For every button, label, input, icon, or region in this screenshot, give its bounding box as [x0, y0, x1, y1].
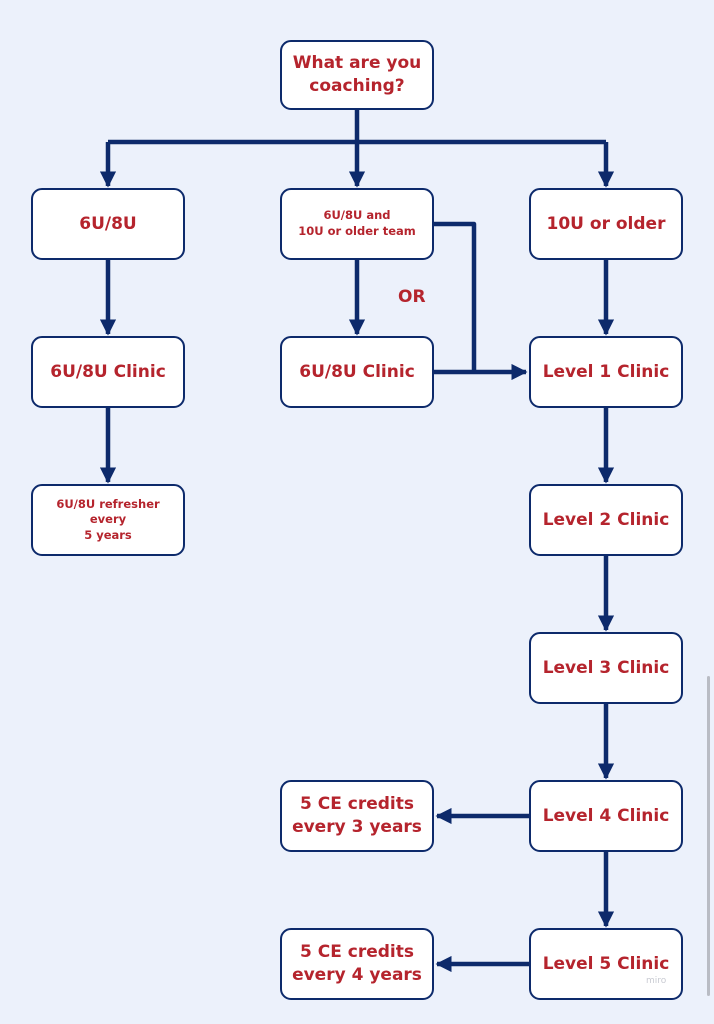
or-label: OR: [398, 287, 426, 307]
node-6u8u-clinic-middle: 6U/8U Clinic: [280, 336, 434, 408]
miro-watermark: miro: [646, 976, 667, 986]
node-6u8u-and-10u-older-team: 6U/8U and 10U or older team: [280, 188, 434, 260]
node-6u8u: 6U/8U: [31, 188, 185, 260]
node-level-5-clinic: Level 5 Clinic: [529, 928, 683, 1000]
node-level-2-clinic: Level 2 Clinic: [529, 484, 683, 556]
node-6u8u-clinic-left: 6U/8U Clinic: [31, 336, 185, 408]
node-ce-credits-every-4-years: 5 CE credits every 4 years: [280, 928, 434, 1000]
connector-mixed-to-level1: [434, 221, 477, 372]
node-level-3-clinic: Level 3 Clinic: [529, 632, 683, 704]
node-level-1-clinic: Level 1 Clinic: [529, 336, 683, 408]
vertical-scrollbar[interactable]: [707, 676, 710, 996]
node-ce-credits-every-3-years: 5 CE credits every 3 years: [280, 780, 434, 852]
node-level-4-clinic: Level 4 Clinic: [529, 780, 683, 852]
node-10u-or-older: 10U or older: [529, 188, 683, 260]
node-6u8u-refresher: 6U/8U refresher every 5 years: [31, 484, 185, 556]
node-root-question: What are you coaching?: [280, 40, 434, 110]
